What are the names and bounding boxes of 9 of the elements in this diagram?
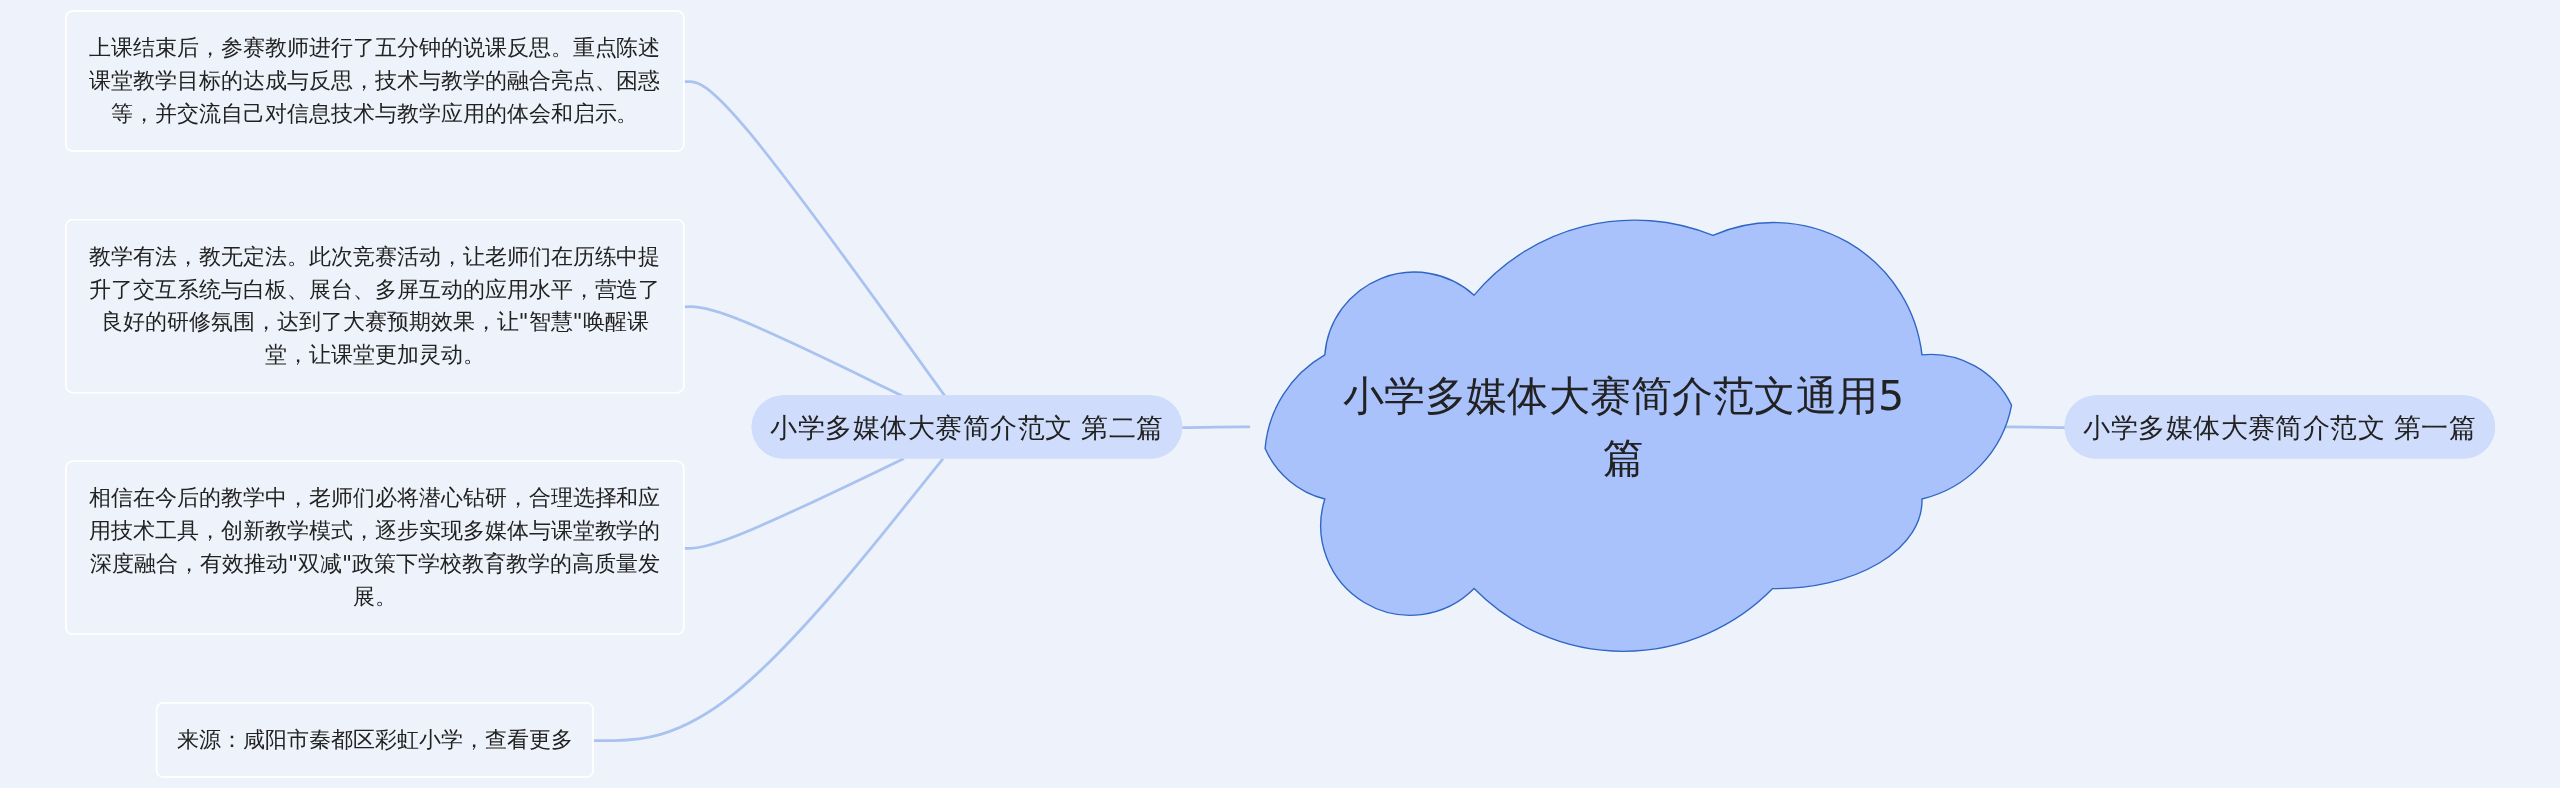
node-text: 相信在今后的教学中，老师们必将潜心钻研，合理选择和应用技术工具，创新教学模式，逐步实现多媒体与课堂教学的深度融合，有效推动"双减"政策下学校教育教学的高质量发展。 — [89, 484, 661, 610]
connector — [684, 80, 947, 398]
node-text: 上课结束后，参赛教师进行了五分钟的说课反思。重点陈述课堂教学目标的达成与反思，技术与教学的融合亮点、困惑等，并交流自己对信息技术与教学应用的体会和启示。 — [89, 34, 661, 127]
node-text: 来源：咸阳市秦都区彩虹小学，查看更多 — [176, 726, 573, 753]
connector — [684, 305, 905, 398]
connector — [593, 457, 944, 742]
connector — [684, 457, 905, 550]
node-text: 教学有法，教无定法。此次竞赛活动，让老师们在历练中提升了交互系统与白板、展台、多屏互动的应用水平，营造了良好的研修氛围，达到了大赛预期效果，让"智慧"唤醒课堂，让课堂更加灵动。 — [89, 242, 661, 368]
connector — [1182, 425, 1250, 429]
